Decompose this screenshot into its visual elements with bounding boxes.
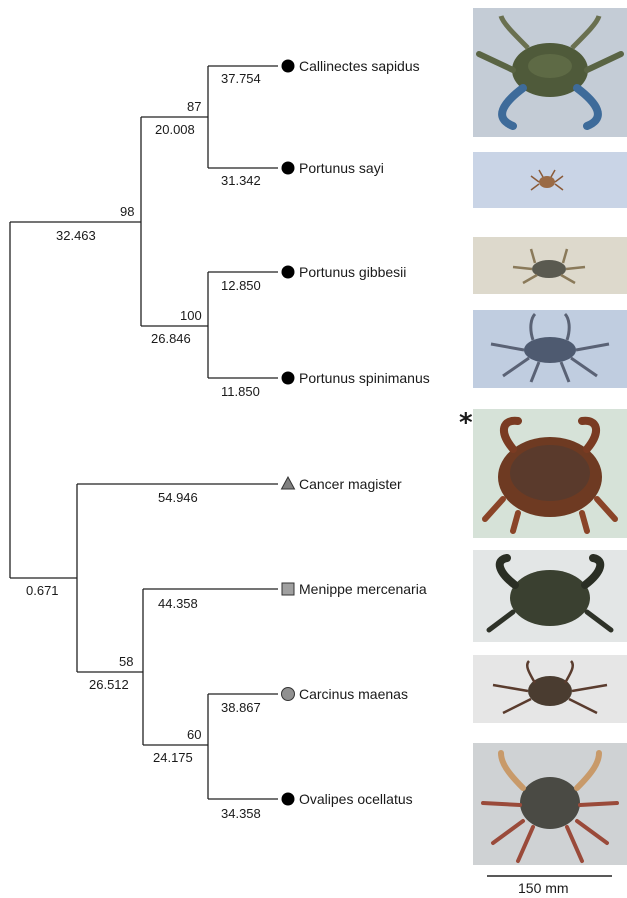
marker-circle-icon [282,266,295,279]
marker-circle-icon [282,793,295,806]
marker-square-icon [282,583,294,595]
marker-circle-icon [282,372,295,385]
support-value: 87 [187,99,201,114]
taxon-name: Cancer magister [299,476,402,492]
branch-length-label: 12.850 [221,278,261,293]
branch-length-label: 54.946 [158,490,198,505]
taxon-name: Ovalipes ocellatus [299,791,413,807]
branch-length-label: 32.463 [56,228,96,243]
taxon-name: Callinectes sapidus [299,58,420,74]
taxon-labels: Callinectes sapidus Portunus sayi Portun… [299,58,430,807]
marker-circle-icon [282,688,295,701]
blue-crab-photo [473,8,627,137]
branch-length-label: 37.754 [221,71,261,86]
taxon-name: Carcinus maenas [299,686,408,702]
taxon-name: Portunus gibbesii [299,264,406,280]
branch-length-label: 34.358 [221,806,261,821]
branch-length-label: 31.342 [221,173,261,188]
branch-length-label: 38.867 [221,700,261,715]
taxon-name: Menippe mercenaria [299,581,427,597]
branch-length-label: 44.358 [158,596,198,611]
taxon-name: Portunus sayi [299,160,384,176]
stone-crab-photo [473,550,627,642]
branch-length-label: 20.008 [155,122,195,137]
marker-circle-icon [282,60,295,73]
support-value: 58 [119,654,133,669]
marker-circle-icon [282,162,295,175]
green-crab-photo [473,655,627,723]
support-value: 98 [120,204,134,219]
sargassum-crab-photo [473,152,627,208]
branch-length-label: 26.846 [151,331,191,346]
asterisk-marker: * [459,410,473,436]
branch-length-label: 26.512 [89,677,129,692]
branch-length-label: 0.671 [26,583,59,598]
lady-crab-photo [473,743,627,865]
iridescent-swimming-crab-photo [473,237,627,294]
branch-length-label: 24.175 [153,750,193,765]
marker-triangle-icon [282,477,295,489]
dungeness-crab-photo [473,409,627,538]
branch-length-label: 11.850 [221,384,260,399]
scale-bar-label: 150 mm [518,880,569,896]
blotched-swimming-crab-photo [473,310,627,388]
support-value: 60 [187,727,201,742]
support-value: 100 [180,308,202,323]
taxon-name: Portunus spinimanus [299,370,430,386]
taxon-markers [282,60,295,806]
